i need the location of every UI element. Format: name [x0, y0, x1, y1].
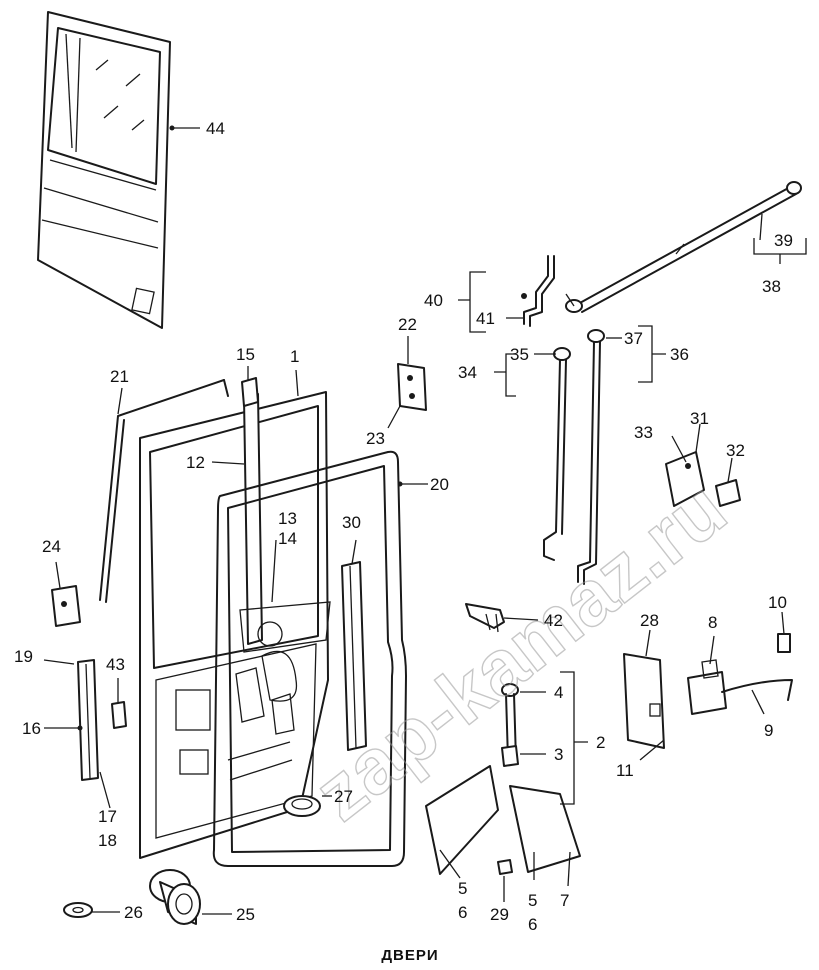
rod-part-38 — [565, 181, 802, 313]
lock-bracket-part-22 — [397, 363, 427, 411]
door-frame-part-1 — [139, 391, 329, 859]
screw-part-32 — [715, 479, 741, 507]
hub-part-25 — [149, 869, 201, 925]
check-arm-part-8 — [687, 659, 793, 715]
label-36: 36 — [670, 345, 689, 364]
label-39: 39 — [774, 231, 793, 250]
label-31: 31 — [690, 409, 709, 428]
hinge-leaf-part-7 — [509, 785, 581, 873]
callout-brackets — [458, 238, 807, 805]
clip-part-15 — [241, 377, 259, 407]
label-20: 20 — [430, 475, 449, 494]
label-41: 41 — [476, 309, 495, 328]
door-assembly-part-44 — [37, 11, 171, 329]
label-25: 25 — [236, 905, 255, 924]
watermark: zap-kamaz.ru — [298, 464, 742, 838]
label-38: 38 — [762, 277, 781, 296]
label-40: 40 — [424, 291, 443, 310]
seal-part-21 — [99, 379, 229, 603]
rail-part-16 — [77, 659, 99, 781]
plate-part-28 — [623, 653, 665, 749]
clip-part-42 — [465, 603, 505, 633]
label-5-left: 5 — [458, 879, 467, 898]
bracket-part-24 — [51, 585, 81, 627]
label-24: 24 — [42, 537, 61, 556]
label-7: 7 — [560, 891, 569, 910]
label-9: 9 — [764, 721, 773, 740]
bushing-part-3 — [501, 745, 519, 767]
label-37: 37 — [624, 329, 643, 348]
label-14: 14 — [278, 529, 297, 548]
label-12: 12 — [186, 453, 205, 472]
leader-lines — [43, 125, 785, 915]
label-5-right: 5 — [528, 891, 537, 910]
label-42: 42 — [544, 611, 563, 630]
label-23: 23 — [366, 429, 385, 448]
label-29: 29 — [490, 905, 509, 924]
label-44: 44 — [206, 119, 225, 138]
label-21: 21 — [110, 367, 129, 386]
label-18: 18 — [98, 831, 117, 850]
seal-loop-part-20 — [212, 450, 407, 867]
regulator-part-13 — [239, 601, 331, 702]
label-4: 4 — [554, 683, 563, 702]
weatherstrip-part-30 — [341, 561, 367, 751]
latch-part-33 — [665, 451, 705, 507]
label-43: 43 — [106, 655, 125, 674]
hinge-leaf-part-5 — [425, 765, 499, 875]
label-22: 22 — [398, 315, 417, 334]
nut-part-29 — [497, 859, 513, 875]
label-16: 16 — [22, 719, 41, 738]
pin-part-4 — [501, 683, 519, 761]
channel-part-12 — [243, 393, 263, 645]
label-32: 32 — [726, 441, 745, 460]
label-35: 35 — [510, 345, 529, 364]
label-1: 1 — [290, 347, 299, 366]
pin-part-10 — [777, 633, 791, 653]
label-30: 30 — [342, 513, 361, 532]
label-26: 26 — [124, 903, 143, 922]
label-6-right: 6 — [528, 915, 537, 934]
label-19: 19 — [14, 647, 33, 666]
diagram-caption: ДВЕРИ — [381, 947, 438, 964]
label-28: 28 — [640, 611, 659, 630]
label-11: 11 — [616, 761, 634, 780]
label-17: 17 — [98, 807, 117, 826]
grommet-part-27 — [283, 795, 321, 817]
label-34: 34 — [458, 363, 477, 382]
lever-part-40 — [521, 255, 555, 327]
bolt-part-43 — [111, 701, 127, 729]
part-labels: 44 15 1 21 12 13 14 20 30 27 24 19 43 16… — [14, 119, 793, 934]
label-33: 33 — [634, 423, 653, 442]
label-8: 8 — [708, 613, 717, 632]
rod-part-36 — [577, 329, 605, 585]
label-10: 10 — [768, 593, 787, 612]
rod-part-34 — [543, 347, 571, 561]
label-2: 2 — [596, 733, 605, 752]
washer-part-26 — [63, 902, 93, 918]
label-27: 27 — [334, 787, 353, 806]
label-6-left: 6 — [458, 903, 467, 922]
label-3: 3 — [554, 745, 563, 764]
label-15: 15 — [236, 345, 255, 364]
label-13: 13 — [278, 509, 297, 528]
